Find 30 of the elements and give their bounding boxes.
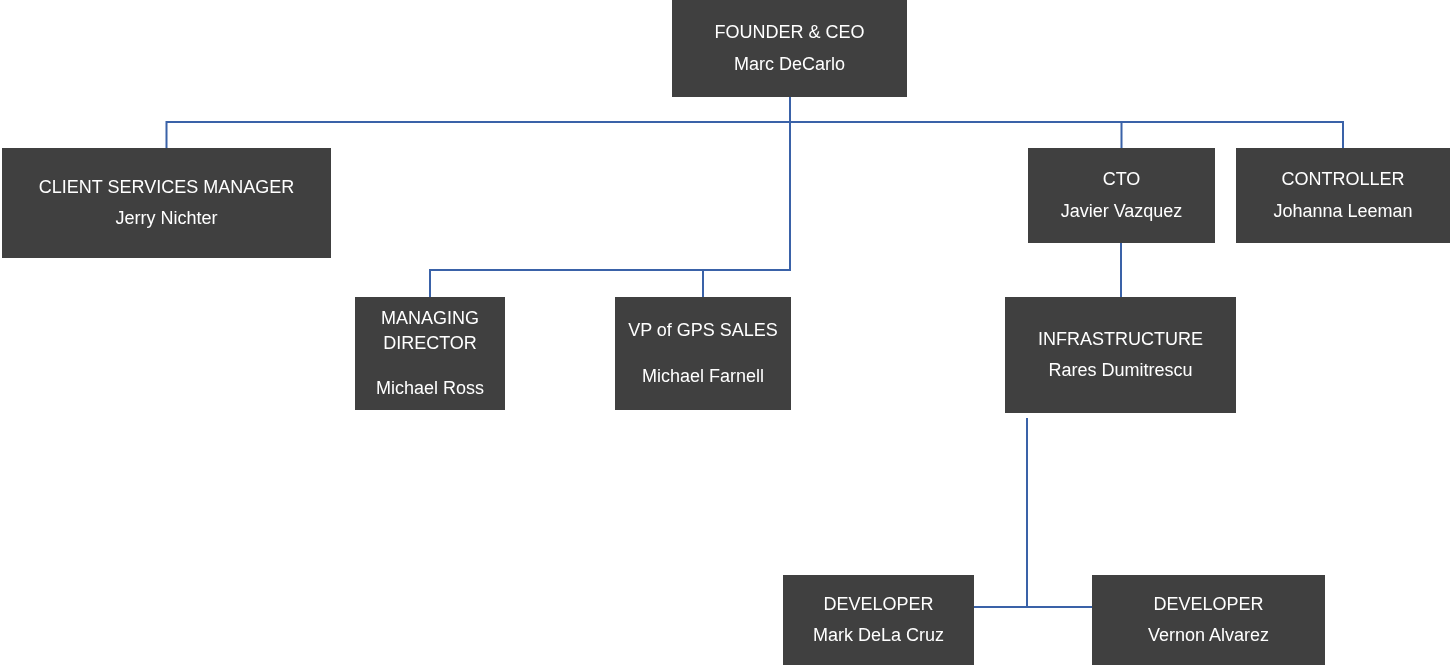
person-name: Marc DeCarlo — [734, 52, 845, 76]
job-title: CLIENT SERVICES MANAGER — [38, 175, 295, 199]
person-name: Jerry Nichter — [115, 207, 218, 230]
person-name: Michael Farnell — [641, 364, 764, 388]
org-chart-box — [355, 297, 505, 410]
org-chart-box — [1028, 148, 1215, 243]
person-name: Rares Dumitrescu — [1048, 359, 1193, 382]
job-title: VP of GPS SALES — [628, 319, 778, 343]
job-title: CONTROLLER — [1281, 168, 1405, 192]
job-title: DEVELOPER — [823, 592, 934, 616]
connector-line — [1120, 242, 1122, 298]
person-name: Mark DeLa Cruz — [812, 624, 944, 647]
person-name: Johanna Leeman — [1273, 199, 1413, 223]
org-chart-box — [615, 297, 791, 410]
org-chart-box — [2, 148, 331, 258]
job-title: INFRASTRUCTURE — [1038, 327, 1203, 351]
job-title: CTO — [1102, 168, 1141, 192]
org-chart-box — [1092, 575, 1325, 665]
org-chart-box — [1236, 148, 1450, 243]
connector-line — [1026, 417, 1093, 608]
person-name: Vernon Alvarez — [1147, 624, 1270, 647]
job-title: FOUNDER & CEO — [714, 21, 865, 45]
job-title: DEVELOPER — [1153, 592, 1264, 616]
person-name: Javier Vazquez — [1060, 199, 1183, 223]
org-chart-box — [783, 575, 974, 665]
job-title: MANAGING DIRECTOR — [380, 306, 480, 355]
org-chart-box — [1005, 297, 1236, 413]
org-chart-box — [672, 0, 907, 97]
connector-line — [702, 96, 791, 298]
person-name: Michael Ross — [375, 377, 484, 401]
